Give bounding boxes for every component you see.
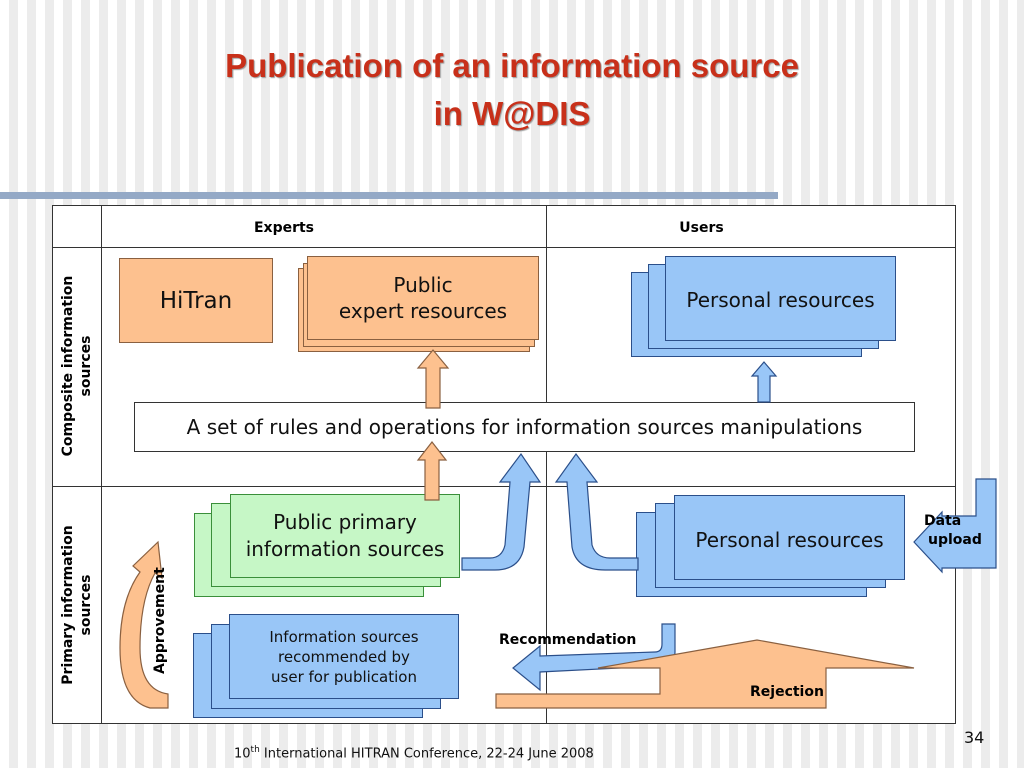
- public-expert-line2: expert resources: [338, 299, 508, 323]
- grid-line-vertical-left: [101, 205, 102, 724]
- footer-prefix: 10: [234, 746, 251, 762]
- footer-text: 10th International HITRAN Conference, 22…: [234, 745, 594, 761]
- data-upload-label-line2: upload: [928, 532, 982, 548]
- personal-resources-top-box: Personal resources: [665, 256, 896, 341]
- arrow-up-to-personal-top: [750, 361, 778, 403]
- public-primary-sources-box: Public primary information sources: [230, 494, 460, 578]
- recommended-line3: user for publication: [271, 667, 417, 686]
- rules-box: A set of rules and operations for inform…: [134, 402, 915, 452]
- rejection-arrow: [495, 639, 915, 709]
- curved-arrow-personal-to-rules: [554, 452, 639, 571]
- grid-line-rows: [52, 486, 956, 487]
- hitran-box: HiTran: [119, 258, 273, 343]
- approvement-label: Approvement: [152, 567, 168, 674]
- personal-resources-bottom-box: Personal resources: [674, 495, 905, 580]
- public-primary-line1: Public primary: [273, 510, 417, 534]
- slide-title-line2: in W@DIS: [433, 95, 591, 132]
- data-upload-label-line1: Data: [924, 513, 962, 529]
- recommended-line1: Information sources: [269, 627, 419, 646]
- grid-line-header: [52, 247, 956, 248]
- data-upload-arrow: [913, 478, 997, 574]
- slide-title-line1: Publication of an information source: [225, 47, 799, 84]
- data-upload-label: Data upload: [924, 512, 982, 550]
- approvement-arrow: [119, 540, 169, 709]
- arrow-up-to-rules-from-primary: [416, 441, 448, 501]
- title-divider: [0, 192, 778, 199]
- footer-rest: International HITRAN Conference, 22-24 J…: [259, 746, 594, 762]
- column-header-users: Users: [679, 220, 724, 236]
- rejection-label: Rejection: [750, 684, 824, 700]
- public-primary-line2: information sources: [245, 537, 445, 561]
- public-expert-line1: Public: [393, 273, 453, 297]
- recommended-line2: recommended by: [278, 647, 410, 666]
- recommendation-label: Recommendation: [499, 632, 637, 648]
- grid-line-vertical-mid: [546, 205, 547, 724]
- public-expert-resources-box: Public expert resources: [307, 256, 539, 340]
- recommended-sources-box: Information sources recommended by user …: [229, 614, 459, 699]
- footer-sup: th: [250, 745, 260, 755]
- page-number: 34: [964, 728, 985, 747]
- curved-arrow-primary-to-rules: [461, 452, 542, 571]
- arrow-up-to-expert-resources: [416, 349, 450, 409]
- column-header-experts: Experts: [253, 220, 315, 236]
